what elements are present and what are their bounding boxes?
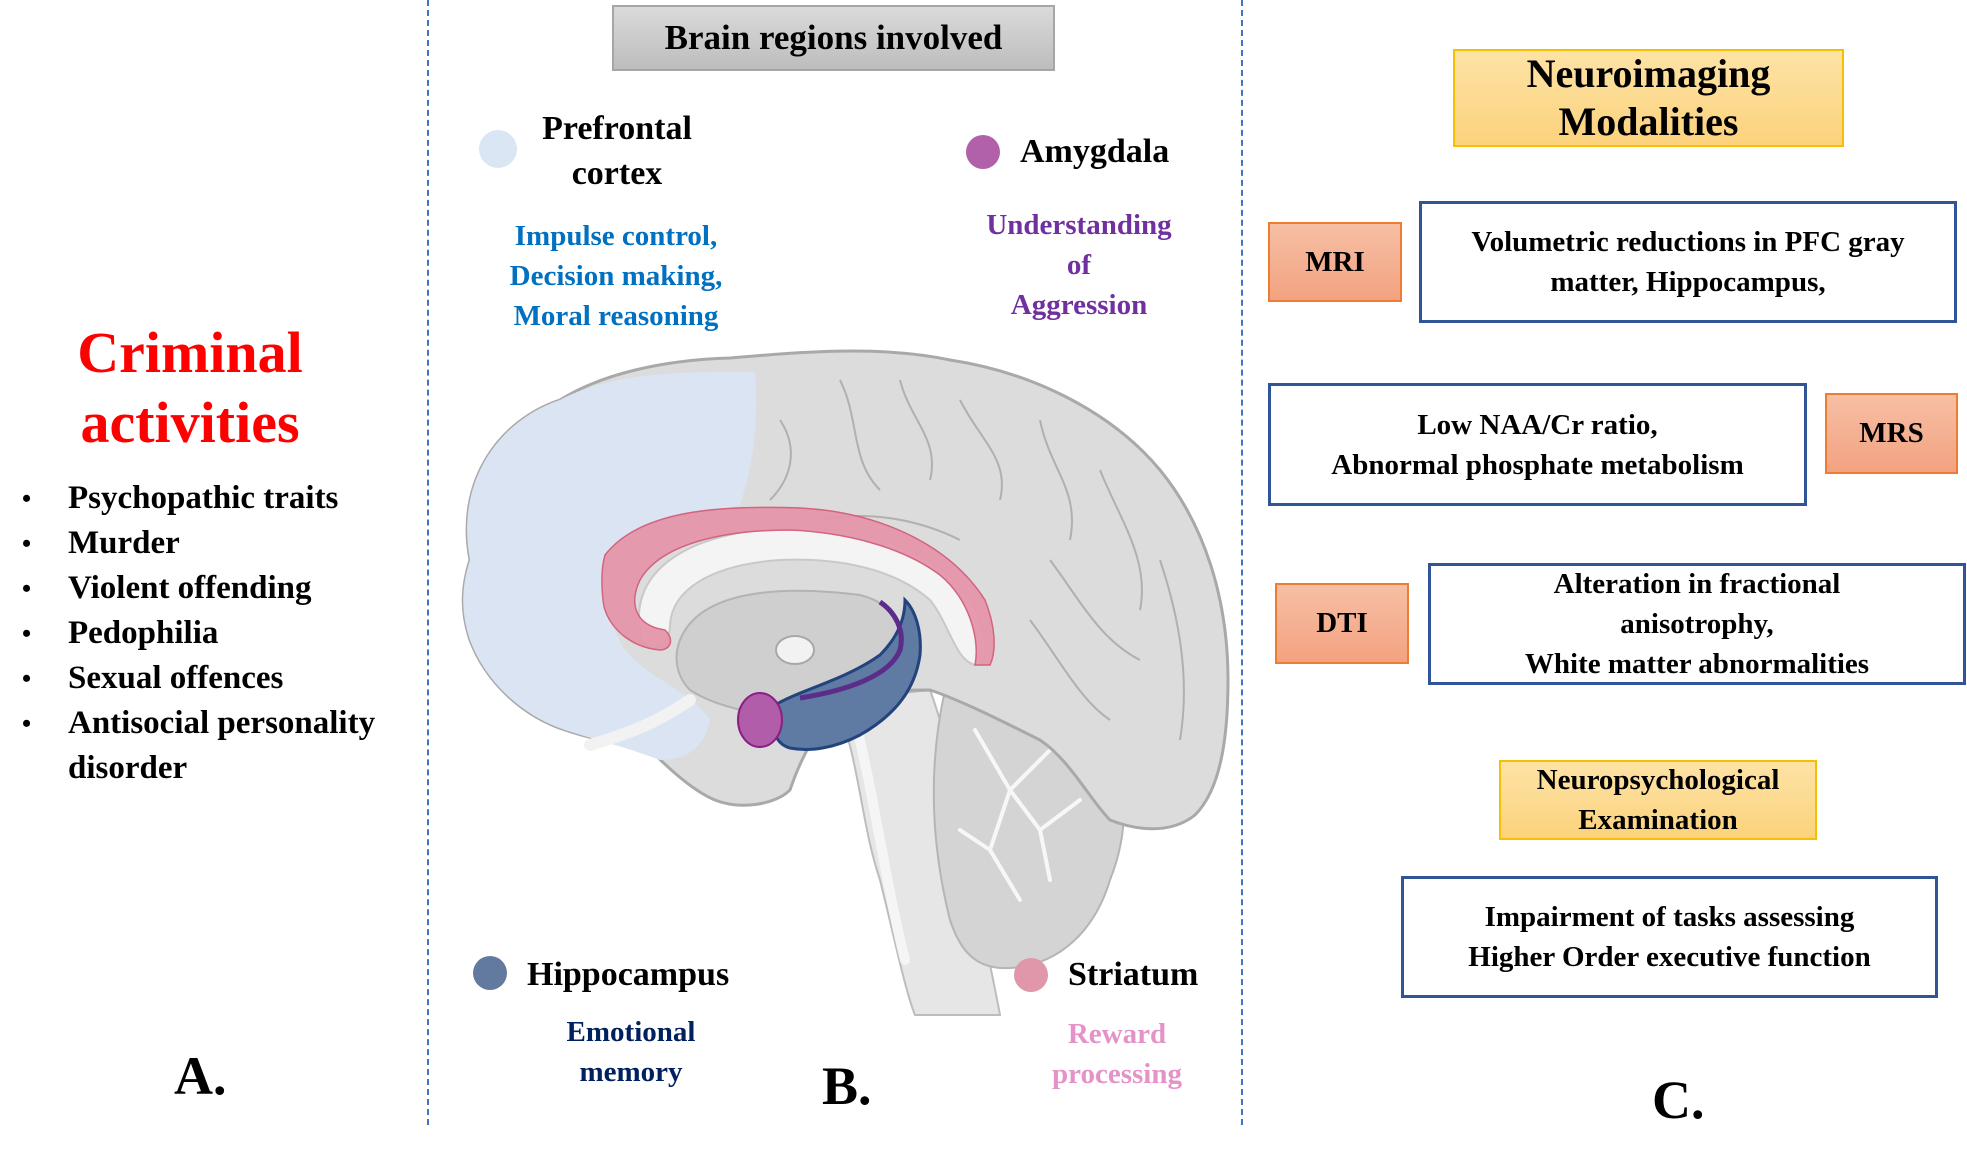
finding-line: Impairment of tasks assessing	[1484, 901, 1855, 933]
panel-label-a: A.	[174, 1046, 227, 1106]
amygdala-function: Understanding of Aggression	[959, 205, 1199, 325]
striatum-region	[601, 506, 995, 666]
header-line: Neuropsychological	[1536, 764, 1780, 796]
brain-regions-header-text: Brain regions involved	[664, 18, 1003, 57]
dti-findings-box: Alteration in fractional anisotrophy, Wh…	[1428, 563, 1966, 685]
list-item: Antisocial personality disorder	[18, 701, 428, 791]
hippocampus-tail	[799, 599, 904, 701]
panel-divider-right	[1241, 0, 1243, 1125]
list-item: Psychopathic traits	[18, 476, 428, 521]
function-line: Moral reasoning	[513, 300, 719, 332]
amygdala-legend-dot	[966, 135, 1000, 169]
function-line: Impulse control,	[514, 220, 718, 252]
panel-divider-left	[427, 0, 429, 1125]
list-item: Pedophilia	[18, 611, 428, 656]
header-line: Modalities	[1558, 99, 1739, 144]
function-line: memory	[579, 1056, 683, 1088]
neuropsychological-findings-box: Impairment of tasks assessing Higher Ord…	[1401, 876, 1938, 998]
arbor-vitae	[958, 728, 1082, 902]
hippocampus-legend-dot	[473, 956, 507, 990]
function-line: Decision making,	[509, 260, 723, 292]
finding-line: Higher Order executive function	[1468, 941, 1871, 973]
hippocampus-region	[770, 596, 922, 751]
striatum-legend-dot	[1014, 958, 1048, 992]
finding-line: Abnormal phosphate metabolism	[1331, 448, 1744, 481]
list-item-text: Antisocial personality disorder	[68, 705, 376, 786]
neuroimaging-header: Neuroimaging Modalities	[1453, 49, 1844, 147]
interthalamic-adhesion	[775, 635, 815, 665]
list-item: Murder	[18, 521, 428, 566]
prefrontal-legend-dot	[479, 130, 517, 168]
mri-label: MRI	[1305, 245, 1365, 278]
mrs-modality-box: MRS	[1825, 393, 1958, 474]
panel-label-b: B.	[822, 1056, 872, 1116]
brainstem-highlight	[850, 715, 910, 965]
header-line: Examination	[1578, 804, 1738, 836]
title-line: Criminal	[77, 320, 303, 385]
panel-label-c: C.	[1652, 1070, 1705, 1130]
fornix	[584, 694, 696, 751]
prefrontal-label-line: cortex	[571, 155, 663, 192]
finding-line: Volumetric reductions in PFC gray	[1471, 226, 1905, 258]
header-line: Neuroimaging	[1526, 51, 1771, 96]
striatum-label: Striatum	[1068, 956, 1199, 993]
hippocampus-function: Emotional memory	[531, 1012, 731, 1092]
amygdala-region	[737, 692, 783, 748]
mri-findings-box: Volumetric reductions in PFC gray matter…	[1419, 201, 1957, 323]
dti-modality-box: DTI	[1275, 583, 1409, 664]
prefrontal-label-line: Prefrontal	[542, 110, 692, 147]
function-line: Reward	[1067, 1018, 1167, 1050]
mri-modality-box: MRI	[1268, 222, 1402, 302]
list-item: Violent offending	[18, 566, 428, 611]
prefrontal-label: Prefrontal cortex	[517, 106, 717, 196]
finding-line: White matter abnormalities	[1524, 648, 1870, 680]
hippocampus-label: Hippocampus	[527, 956, 730, 993]
finding-line: matter, Hippocampus,	[1550, 266, 1826, 298]
neuropsychological-header: Neuropsychological Examination	[1499, 760, 1817, 840]
criminal-activities-title: Criminal activities	[40, 318, 340, 458]
prefrontal-function: Impulse control, Decision making, Moral …	[476, 216, 756, 336]
finding-line: Low NAA/Cr ratio,	[1417, 408, 1658, 441]
finding-line: Alteration in fractional	[1553, 568, 1841, 600]
function-line: Emotional	[566, 1016, 696, 1048]
function-line: Understanding	[986, 209, 1172, 241]
list-item: Sexual offences	[18, 656, 428, 701]
function-line: processing	[1052, 1058, 1182, 1090]
striatum-function: Reward processing	[1017, 1014, 1217, 1094]
dti-label: DTI	[1316, 607, 1368, 639]
amygdala-label: Amygdala	[1020, 133, 1170, 170]
finding-line: anisotrophy,	[1620, 608, 1774, 640]
mrs-label: MRS	[1859, 417, 1924, 449]
criminal-activities-list: Psychopathic traits Murder Violent offen…	[18, 476, 428, 791]
function-line: of	[1066, 249, 1092, 281]
mrs-findings-box: Low NAA/Cr ratio, Abnormal phosphate met…	[1268, 383, 1807, 506]
function-line: Aggression	[1010, 289, 1148, 321]
brain-regions-header: Brain regions involved	[612, 5, 1055, 71]
title-line: activities	[80, 390, 300, 455]
